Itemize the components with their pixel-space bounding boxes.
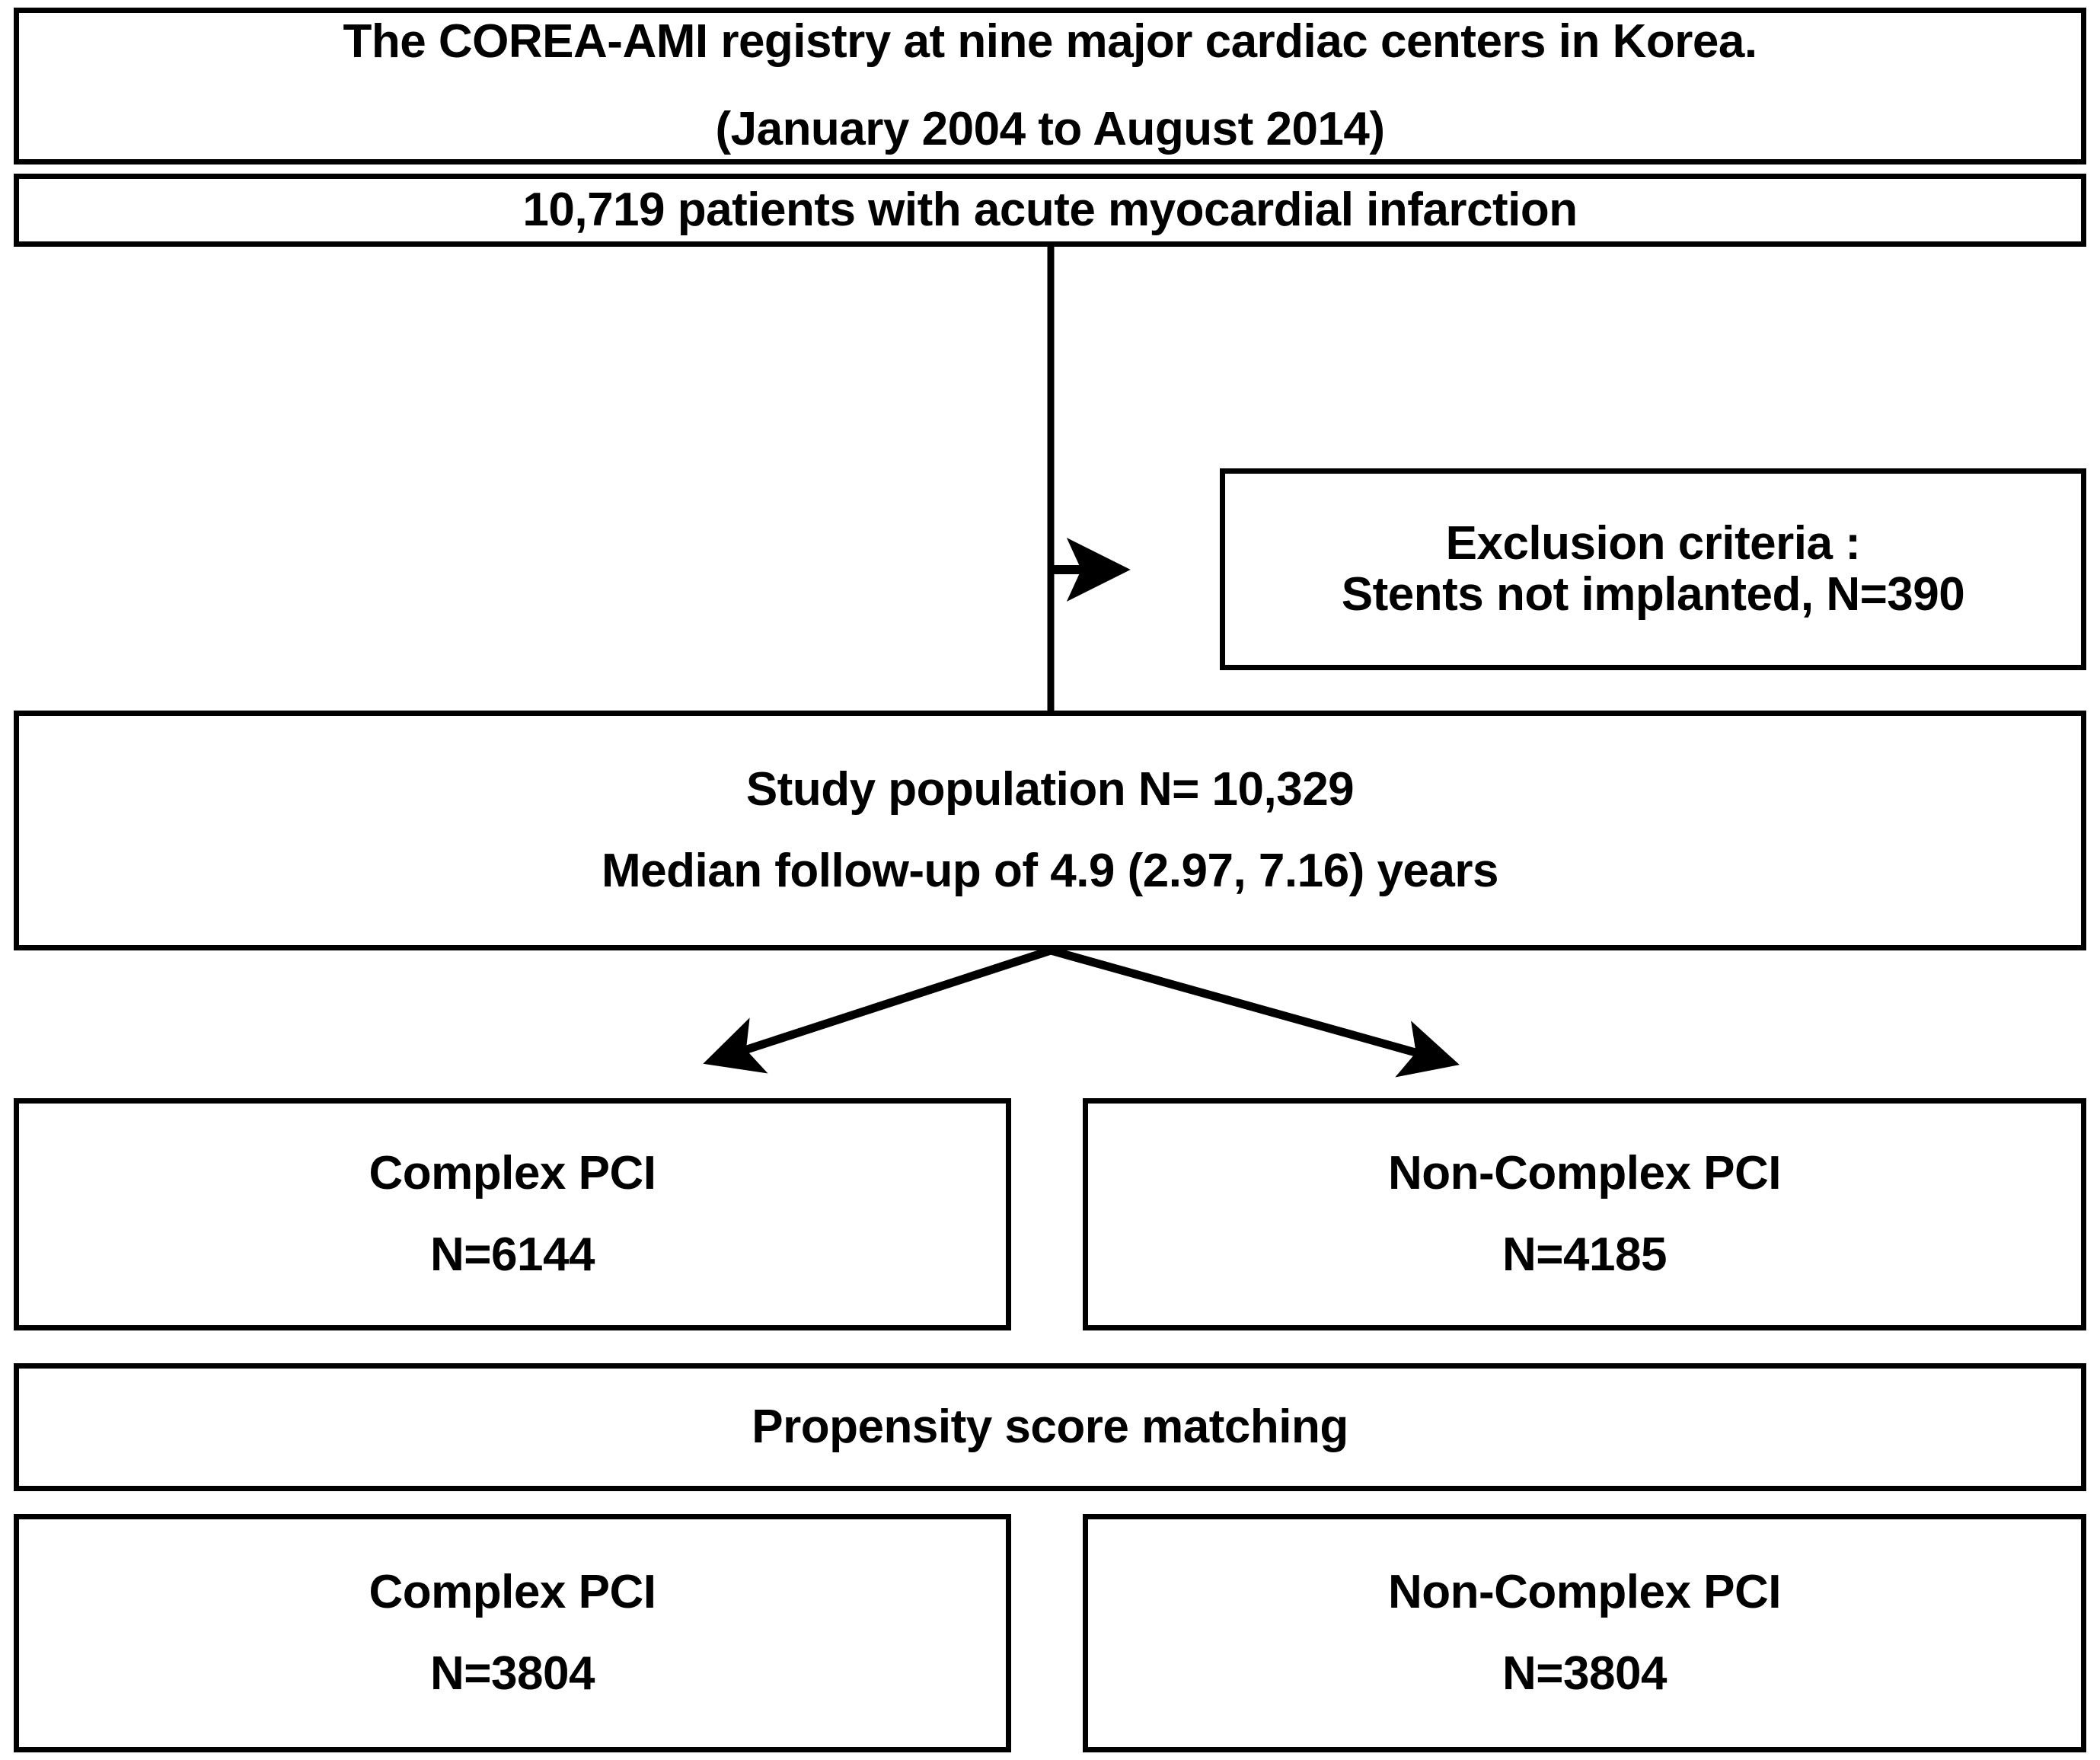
node-registry: The COREA-AMI registry at nine major car… xyxy=(14,8,2086,165)
study-population-line-1: Study population N= 10,329 xyxy=(745,762,1355,816)
exclusion-line-2: Stents not implanted, N=390 xyxy=(1341,567,1965,621)
node-complex-pci: Complex PCI N=6144 xyxy=(14,1098,1011,1330)
non-complex-pci-line-2: N=4185 xyxy=(1502,1228,1667,1281)
connector-study-population-to-non-complex-pci xyxy=(1049,946,1460,1078)
complex-pci-line-2: N=6144 xyxy=(430,1228,595,1281)
non-complex-pci-matched-line-2: N=3804 xyxy=(1502,1647,1667,1700)
complex-pci-matched-line-2: N=3804 xyxy=(430,1647,595,1700)
node-propensity-score-matching: Propensity score matching xyxy=(14,1363,2086,1491)
connector-study-population-to-complex-pci xyxy=(703,946,1052,1074)
complex-pci-line-1: Complex PCI xyxy=(369,1146,656,1199)
node-study-population: Study population N= 10,329 Median follow… xyxy=(14,711,2086,950)
node-exclusion-criteria: Exclusion criteria : Stents not implante… xyxy=(1220,468,2086,670)
node-non-complex-pci-matched: Non-Complex PCI N=3804 xyxy=(1083,1514,2086,1752)
registry-line-2: (January 2004 to August 2014) xyxy=(715,103,1385,155)
node-non-complex-pci: Non-Complex PCI N=4185 xyxy=(1083,1098,2086,1330)
node-complex-pci-matched: Complex PCI N=3804 xyxy=(14,1514,1011,1752)
study-population-line-2: Median follow-up of 4.9 (2.97, 7.16) yea… xyxy=(601,844,1499,897)
complex-pci-matched-line-1: Complex PCI xyxy=(369,1565,656,1618)
node-enrolled: 10,719 patients with acute myocardial in… xyxy=(14,174,2086,247)
non-complex-pci-line-1: Non-Complex PCI xyxy=(1387,1146,1782,1199)
registry-line-1: The COREA-AMI registry at nine major car… xyxy=(343,15,1757,69)
matching-line-1: Propensity score matching xyxy=(752,1400,1348,1453)
non-complex-pci-matched-line-1: Non-Complex PCI xyxy=(1387,1565,1782,1618)
enrolled-line-1: 10,719 patients with acute myocardial in… xyxy=(522,183,1578,236)
exclusion-line-1: Exclusion criteria : xyxy=(1445,516,1861,570)
